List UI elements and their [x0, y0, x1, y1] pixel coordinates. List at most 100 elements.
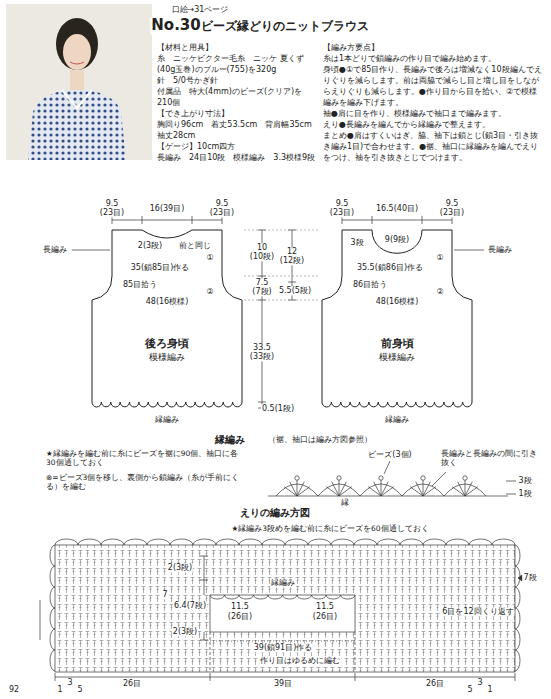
dimension-label: (23目) — [329, 208, 355, 217]
dimension-label: 口絵→31ページ — [171, 5, 230, 14]
dimension-label: ① — [435, 253, 444, 262]
instruction-text: 付属品 特大(4mm)のビーズ(クリア)を210個 — [157, 86, 317, 108]
bead-marks — [295, 476, 467, 480]
dimension-label: 前と同じ — [178, 241, 212, 250]
bead-mark — [295, 476, 299, 480]
dimension-label: 縁 — [340, 498, 350, 507]
piece-name: 前身頃 — [381, 336, 414, 351]
photo — [6, 4, 152, 160]
materials-column: 【材料と用具】糸 ニッケビクター毛糸 ニッケ 夏くず(40g玉巻)のブルー(75… — [157, 42, 317, 163]
instruction-text: 【でき上がり寸法】 — [157, 108, 317, 119]
dimension-label: 6目を12回くり返す — [441, 607, 514, 616]
drawing-stroke — [56, 18, 98, 70]
instruction-text: 糸 ニッケビクター毛糸 ニッケ 夏くず(40g玉巻)のブルー(755)を320g — [157, 53, 317, 75]
dimension-label: 0.5(1段) — [261, 404, 295, 413]
instruction-text: えり●長編みを編んでから縁編みで整えます。 — [323, 119, 543, 130]
dimension-label: 9.5 — [215, 199, 230, 208]
dimension-label: 86目拾う — [352, 280, 388, 289]
dimension-label: 16.5(40目) — [375, 204, 419, 213]
dimension-label: えりの編み方図 — [239, 507, 311, 519]
dimension-label: 長編み — [487, 245, 513, 254]
dimension-label: 9(9段) — [384, 235, 410, 244]
drawing-stroke — [244, 230, 320, 300]
dimension-label: 3 — [476, 678, 483, 687]
dimension-label: No.30 — [150, 17, 201, 34]
bead-mark — [463, 476, 467, 480]
dimension-label: （裾、袖口は編み方図参照） — [267, 435, 373, 444]
instruction-text: 身頃●①で85目作り、長編みで後ろは増減なく10段編んでえりぐりを減らします。前… — [323, 64, 543, 108]
drawing-stroke — [210, 641, 355, 642]
dimension-label: 7 — [161, 590, 168, 599]
dimension-label: ⊗=ビーズ3個を移し、裏側から鎖編み（糸が手前にくる）を編む — [45, 474, 247, 491]
bead-mark — [337, 476, 341, 480]
stitch-name: 模様編み — [149, 351, 185, 364]
dimension-label: 3段 — [349, 238, 364, 247]
piece-outline — [322, 230, 472, 412]
instruction-text: 長編み 24目10段 模様編み 3.3模様9段 — [157, 152, 317, 163]
drawing-stroke — [50, 539, 520, 671]
dimension-label: (23目) — [209, 208, 235, 217]
drawing-stroke — [55, 545, 515, 672]
drawing-stroke — [70, 62, 84, 64]
drawing-stroke — [112, 216, 222, 224]
dimension-label: (26目) — [312, 612, 338, 621]
dimension-label: 7.5 — [255, 278, 270, 287]
dimension-label: 5.5(5段) — [278, 286, 312, 295]
dimension-label: 11.5 — [230, 602, 250, 611]
dimension-label: (23目) — [439, 208, 465, 217]
dimension-label: (26目) — [227, 612, 253, 621]
method-column: 【編み方要点】糸は1本どりで鎖編みの作り目で編み始めます。身頃●①で85目作り、… — [323, 42, 543, 163]
drawing-stroke — [63, 34, 91, 70]
dimension-label: ① — [205, 253, 214, 262]
dimension-label: (7段) — [251, 287, 272, 296]
dimension-label: 7段 — [522, 573, 537, 582]
dimension-label: (33段) — [249, 352, 275, 361]
dimension-label: 長編みと長編みの間に引き抜く — [440, 450, 540, 467]
dimension-label: 5 — [466, 685, 473, 694]
drawing-stroke — [268, 496, 508, 497]
dimension-label: 9.5 — [335, 199, 350, 208]
drawing-stroke — [40, 575, 522, 640]
dimension-label: 2(3段) — [137, 241, 163, 250]
dimension-label: 48(16模様) — [375, 297, 420, 306]
dimension-label: 9.5 — [105, 199, 120, 208]
dimension-label: 1 — [486, 685, 493, 694]
title: ビーズ縁どりのニットブラウス — [200, 20, 370, 34]
dimension-label: 2(3段) — [172, 627, 198, 636]
drawing-stroke — [70, 70, 84, 90]
bead-mark — [421, 476, 425, 480]
stitch-name: 模様編み — [379, 351, 415, 364]
dimension-label: 作り目はゆるめに編む — [259, 656, 341, 665]
dimension-label: ② — [435, 287, 444, 296]
drawing-stroke — [6, 4, 152, 160]
drawing-stroke — [210, 632, 355, 672]
dimension-label: 6.4(7段) — [173, 601, 207, 610]
garment-piece: 前身頃模様編み — [322, 230, 472, 412]
dimension-label: 3 — [66, 678, 73, 687]
dimension-label: (12段) — [279, 256, 305, 265]
dimension-label: 12 — [286, 247, 298, 256]
dimension-label: 33.5 — [252, 343, 272, 352]
dimension-label: 縁編み — [270, 578, 296, 587]
instruction-text: 【編み方要点】 — [323, 42, 543, 53]
drawing-stroke — [276, 480, 486, 496]
dimension-label: ★縁編みを編む前に糸にビーズを裾に90個、袖口に各30個通しておく — [45, 450, 247, 467]
dimension-label: 39(鎖91目)作る — [253, 643, 314, 652]
dimension-label: 35.5(鎖86目)作る — [356, 263, 424, 272]
drawing-stroke — [342, 216, 452, 224]
dimension-label: (23目) — [99, 208, 125, 217]
collar-chart — [40, 539, 522, 681]
instruction-text: 糸は1本どりで鎖編みの作り目で編み始めます。 — [323, 53, 543, 64]
dimension-label: 26目 — [425, 679, 445, 688]
dimension-label: ★縁編み3段めを編む前に糸にビーズを60個通しておく — [230, 525, 429, 534]
instruction-text: 【材料と用具】 — [157, 42, 317, 53]
dimension-label: 縁編み — [384, 415, 410, 424]
dimension-label: 2(3段) — [167, 563, 193, 572]
dimension-label: 10 — [256, 243, 268, 252]
piece-name: 後ろ身頃 — [145, 336, 189, 351]
dimension-label: ビーズ(3個) — [367, 450, 412, 459]
dimension-lines — [72, 216, 484, 408]
dimension-label: 5 — [76, 685, 83, 694]
dimension-label: (10段) — [249, 252, 275, 261]
instruction-text: まとめ●肩はすくいはぎ、脇、袖下は鎖とじ(鎖3目・引き抜き編み1目)で合わせます… — [323, 130, 543, 163]
